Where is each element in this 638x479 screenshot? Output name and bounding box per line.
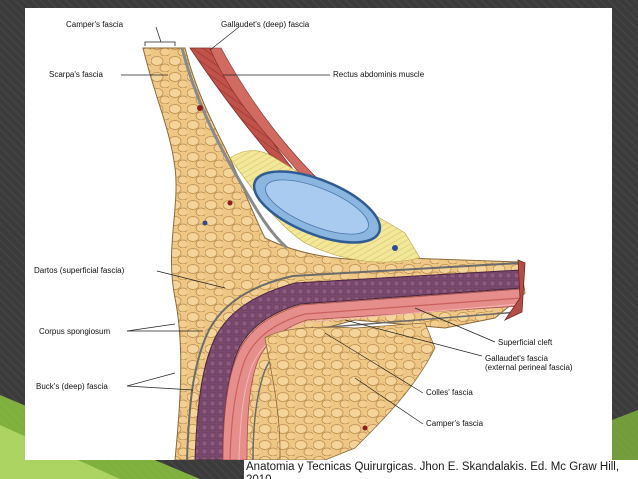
label-superficial-cleft: Superficial cleft: [498, 338, 553, 347]
label-dartos: Dartos (superficial fascia): [34, 266, 125, 275]
anatomy-figure: Camper's fascia Gallaudet's (deep) fasci…: [25, 8, 612, 460]
label-campers-fascia-bottom: Camper's fascia: [426, 419, 484, 428]
label-bucks-deep-fascia: Buck's (deep) fascia: [36, 382, 108, 391]
label-scarpas-fascia: Scarpa's fascia: [49, 70, 103, 79]
label-campers-fascia-top: Camper's fascia: [66, 20, 124, 29]
label-gallaudets-deep-fascia: Gallaudet's (deep) fascia: [221, 20, 310, 29]
label-colles-fascia: Colles' fascia: [426, 388, 473, 397]
label-rectus-abdominis: Rectus abdominis muscle: [333, 70, 425, 79]
label-gallaudets-fascia: Gallaudet's fascia: [485, 354, 548, 363]
label-corpus-spongiosum: Corpus spongiosum: [39, 327, 111, 336]
citation-caption: Anatomia y Tecnicas Quirurgicas. Jhon E.…: [244, 460, 638, 479]
label-external-perineal-fascia: (external perineal fascia): [485, 363, 573, 372]
anatomy-illustration: [121, 26, 526, 460]
citation-text: Anatomia y Tecnicas Quirurgicas. Jhon E.…: [246, 461, 620, 479]
